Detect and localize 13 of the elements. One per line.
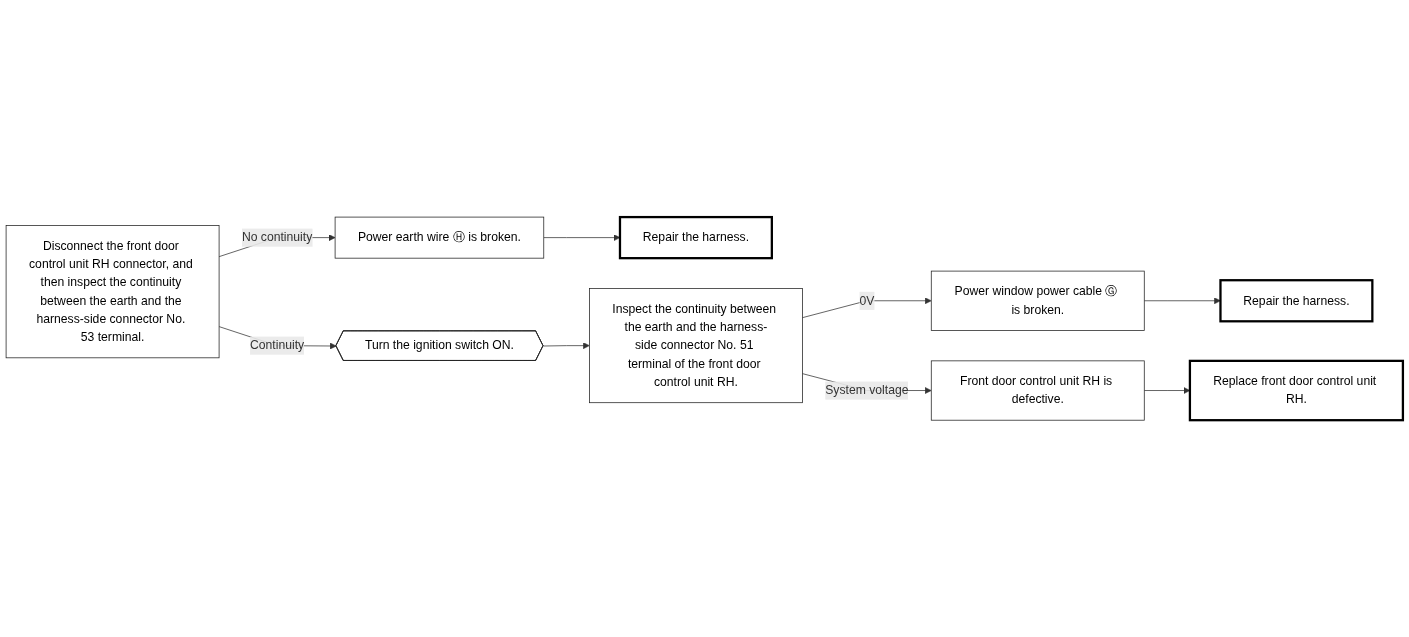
node-box xyxy=(589,288,803,403)
edge-label: Continuity xyxy=(250,338,305,352)
node-box xyxy=(1188,359,1405,422)
edge-label: No continuity xyxy=(241,230,313,244)
node-box xyxy=(1219,278,1374,323)
node-box xyxy=(930,270,1145,331)
edge-label: 0V xyxy=(859,293,875,307)
node-box xyxy=(334,216,545,259)
edge-label: System voltage xyxy=(825,383,909,397)
node-box xyxy=(930,360,1145,421)
node-box xyxy=(5,224,220,359)
node-box xyxy=(618,215,773,260)
flowchart: No continuity Continuity 0V System voltage Disconnect the front door control unit RH connector, and then inspect the continuity between the earth and the harness-side connector No. 53 terminal. Power earth wire Ⓗ is broken. Repair the harness. Turn the ignition switch ON. Inspect the continuity between the earth and the harness-side connector No. 51 terminal of the front door control unit RH. Power window power cable Ⓖ is broken. Repair the harness. Front door control unit RH is defective. Replace front door control unit RH. xyxy=(0,210,1409,427)
